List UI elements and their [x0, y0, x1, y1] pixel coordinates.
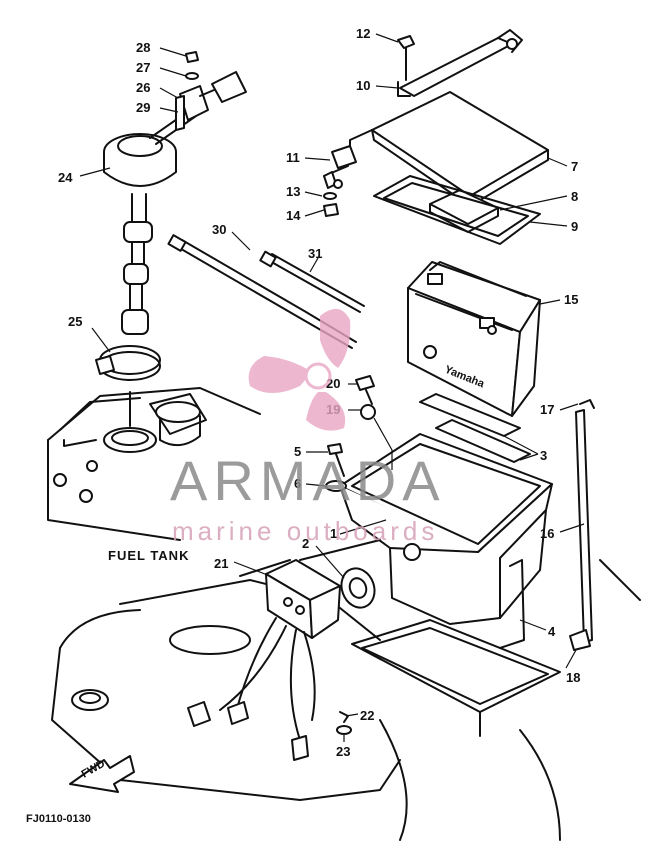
part-label-1: 1: [330, 526, 337, 541]
diagram-code: FJ0110-0130: [26, 813, 91, 825]
battery-pads: [419, 393, 531, 463]
part-label-2: 2: [302, 536, 309, 551]
fuel-sender: [103, 51, 247, 335]
battery-band: [569, 399, 595, 651]
fuel-tank-label: FUEL TANK: [108, 548, 189, 563]
part-label-24: 24: [58, 170, 73, 185]
part-label-18: 18: [566, 670, 580, 685]
part-label-22: 22: [360, 708, 374, 723]
part-label-13: 13: [286, 184, 300, 199]
part-label-29: 29: [136, 100, 150, 115]
part-label-17: 17: [540, 402, 554, 417]
watermark-subtitle: marine outboards: [172, 516, 438, 546]
gasket: [373, 175, 541, 245]
part-label-31: 31: [308, 246, 322, 261]
switch-box: [187, 559, 341, 761]
battery: Yamaha: [407, 261, 541, 417]
part-label-26: 26: [136, 80, 150, 95]
battery-cover: [371, 91, 549, 207]
part-label-25: 25: [68, 314, 82, 329]
propeller-logo-icon: [248, 308, 351, 431]
part-label-8: 8: [571, 189, 578, 204]
part-label-16: 16: [540, 526, 554, 541]
part-label-21: 21: [214, 556, 228, 571]
part-label-15: 15: [564, 292, 578, 307]
part-label-28: 28: [136, 40, 150, 55]
part-label-23: 23: [336, 744, 350, 759]
part-label-27: 27: [136, 60, 150, 75]
wing-nut: [397, 35, 415, 81]
watermark-title: ARMADA: [170, 449, 446, 512]
fwd-arrow: FWD: [69, 755, 135, 793]
part-label-9: 9: [571, 219, 578, 234]
part-label-11: 11: [286, 150, 300, 165]
part-label-5: 5: [294, 444, 301, 459]
bracket: [323, 129, 373, 217]
part-label-30: 30: [212, 222, 226, 237]
part-label-12: 12: [356, 26, 370, 41]
part-label-4: 4: [548, 624, 556, 639]
battery-box: [339, 433, 553, 649]
fuel-tank: [47, 387, 261, 541]
box-screws: [325, 375, 393, 492]
hose-clamp: [95, 345, 161, 381]
part-label-6: 6: [294, 476, 301, 491]
part-label-7: 7: [571, 159, 578, 174]
part-label-3: 3: [540, 448, 547, 463]
part-label-14: 14: [286, 208, 301, 223]
watermark: ARMADA marine outboards: [170, 308, 446, 546]
grommet: [340, 567, 376, 609]
leader-lines: [79, 33, 585, 742]
hold-down-strap: [397, 29, 523, 97]
part-label-10: 10: [356, 78, 370, 93]
